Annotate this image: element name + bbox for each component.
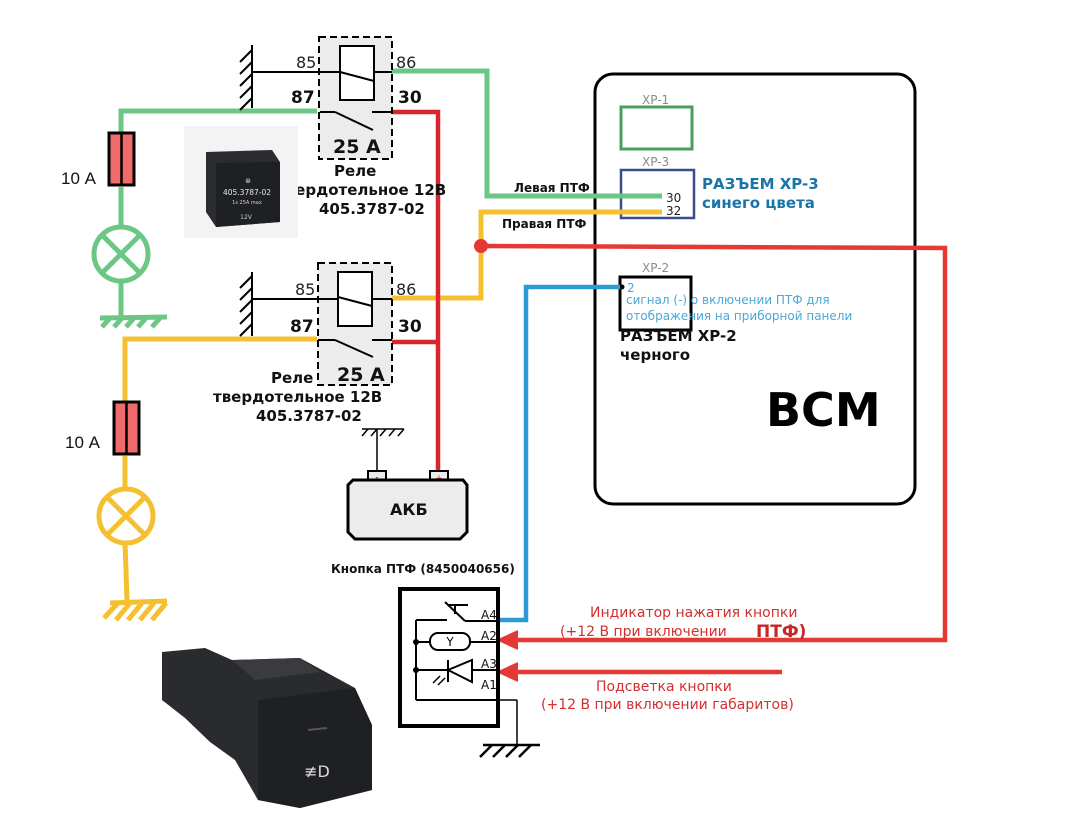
- fog-light-icon: ≢D: [304, 762, 330, 781]
- svg-text:⊛: ⊛: [245, 177, 251, 185]
- coil-label: Y: [445, 635, 454, 649]
- lamp-icon: [96, 486, 156, 546]
- xp2-connector[interactable]: [618, 275, 693, 332]
- relay2-current: 25 А: [337, 364, 385, 386]
- button-pin-a1: A1: [481, 678, 497, 692]
- relay2-pin-86: 86: [396, 280, 416, 299]
- relay1-caption-3: 405.3787-02: [319, 200, 425, 218]
- relay2-caption-1: Реле: [271, 369, 313, 387]
- ground-icon: [102, 598, 168, 622]
- relay2-caption-2: твердотельное 12В: [213, 388, 382, 406]
- xp3-subtitle: синего цвета: [702, 194, 815, 212]
- relay2-pin-87: 87: [290, 317, 314, 337]
- backlight-note-line1: Подсветка кнопки: [596, 679, 732, 695]
- wire-left-fog-control: [392, 68, 662, 199]
- backlight-led-icon: [413, 658, 498, 686]
- pushbutton-switch-icon: [415, 601, 498, 700]
- button-pin-a4: A4: [481, 608, 497, 622]
- xp2-title: РАЗЪЕМ XP-2: [620, 327, 737, 345]
- xp3-pin-30: 30: [666, 191, 681, 205]
- fuse2-label: 10 А: [65, 433, 101, 452]
- lamp-icon: [91, 224, 151, 284]
- relay1-pin-87: 87: [291, 88, 315, 108]
- wire-signal: [498, 284, 620, 623]
- ground-icon: [239, 272, 253, 337]
- wire-left-fog-output: [118, 108, 317, 133]
- indicator-note-line1: Индикатор нажатия кнопки: [590, 605, 797, 621]
- relay2-pin-30: 30: [398, 317, 422, 337]
- relay1-current: 25 А: [333, 136, 381, 158]
- relay-lower[interactable]: 85 86 87 30 25 А Реле твердотельное 12В …: [213, 262, 422, 425]
- button-pin-a2: A2: [481, 629, 497, 643]
- relay1-switch-icon: [334, 111, 374, 131]
- button-pin-a3: A3: [481, 657, 497, 671]
- junction-dot: [474, 239, 488, 253]
- relay2-switch-icon: [334, 339, 374, 358]
- battery-neg-sign: -: [375, 473, 378, 483]
- xp1-connector[interactable]: [619, 105, 694, 151]
- arrow-backlight-icon: [496, 662, 518, 682]
- relay1-pin-86: 86: [396, 53, 416, 72]
- arrow-indicator-icon: [496, 630, 518, 650]
- battery-label: АКБ: [390, 500, 428, 519]
- relay1-caption-2: твердотельное 12В: [277, 181, 446, 199]
- battery-body: [346, 478, 469, 541]
- xp2-note-line2: отображения на приборной панели: [626, 309, 852, 323]
- right-fog-label: Правая ПТФ: [502, 217, 587, 231]
- fog-button-photo: ≢D: [162, 648, 372, 808]
- ground-icon: [99, 314, 168, 329]
- relay2-caption-3: 405.3787-02: [256, 407, 362, 425]
- wire-right-lamp-ground: [122, 541, 130, 601]
- relay1-pin-30: 30: [398, 88, 422, 108]
- ground-icon: [361, 428, 405, 437]
- relay-photo-voltage: 12V: [240, 214, 253, 221]
- left-fog-label: Левая ПТФ: [514, 181, 590, 195]
- ground-icon: [239, 45, 253, 111]
- ground-icon: [479, 743, 540, 758]
- xp3-pin-32: 32: [666, 204, 681, 218]
- relay-photo-part: 405.3787-02: [223, 188, 271, 197]
- xp2-note-line1: сигнал (-) о включении ПТФ для: [626, 293, 830, 307]
- relay-photo-line2: 1s 25A max: [232, 200, 262, 206]
- relay-photo: ⊛ 405.3787-02 1s 25A max 12V: [184, 126, 298, 238]
- wire-indicator-feed: [480, 243, 948, 643]
- bcm-outline: [593, 72, 917, 506]
- fuse1-label: 10 А: [61, 169, 97, 188]
- wire-right-fog-output: [122, 336, 317, 403]
- fuse-icon: [107, 131, 136, 187]
- button-title: Кнопка ПТФ (8450040656): [331, 562, 515, 576]
- relay1-pin-85: 85: [296, 53, 316, 72]
- wire-power-battery: [392, 109, 441, 470]
- bcm-label: BCM: [766, 383, 881, 437]
- xp3-label: XP-3: [642, 155, 669, 169]
- indicator-note-line2: (+12 В при включении: [560, 624, 727, 640]
- fog-button-schematic[interactable]: Y A4 A2 A3 A1: [398, 587, 500, 728]
- xp2-pin-2: 2: [627, 281, 635, 295]
- relay2-pin-85: 85: [295, 280, 315, 299]
- backlight-note-line2: (+12 В при включении габаритов): [541, 697, 794, 713]
- bcm-module: BCM XP-1 XP-3 30 32 РАЗЪЕМ XP-3 синего ц…: [593, 72, 917, 506]
- fuse-icon: [112, 400, 141, 456]
- indicator-note-emph: ПТФ): [756, 622, 806, 642]
- xp2-label: XP-2: [642, 261, 669, 275]
- relay1-caption-1: Реле: [334, 162, 376, 180]
- battery[interactable]: - + АКБ: [346, 428, 469, 541]
- xp2-subtitle: черного: [620, 346, 690, 364]
- xp2-pin-dot: [619, 284, 625, 290]
- relay-upper[interactable]: 85 86 87 30 25 А Реле твердотельное 12В …: [239, 36, 446, 218]
- xp3-title: РАЗЪЕМ XP-3: [702, 175, 819, 193]
- xp1-label: XP-1: [642, 93, 669, 107]
